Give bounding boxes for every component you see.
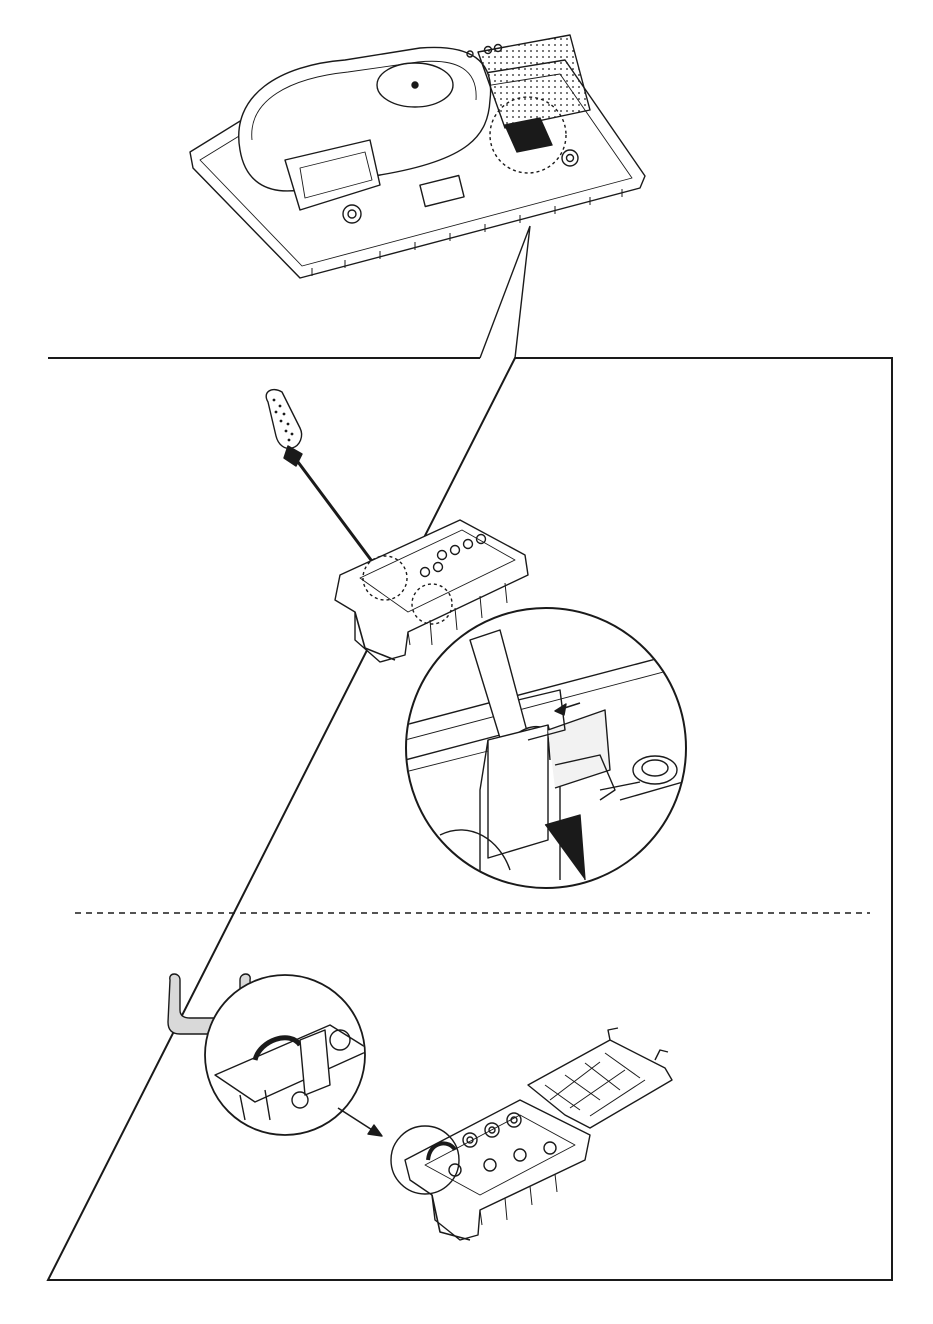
callout-lines — [480, 226, 530, 358]
clip-detail-figure — [405, 608, 690, 888]
vent-opening — [420, 175, 464, 206]
screwdriver-icon — [266, 390, 380, 572]
hob-underside-figure — [190, 35, 645, 358]
fan-grille-left — [343, 205, 361, 223]
terminal-box — [505, 118, 552, 152]
open-terminal-block — [405, 1100, 590, 1240]
clip-tab — [488, 725, 548, 858]
bridge-insertion-figure — [168, 974, 672, 1240]
fan-grille-right — [562, 150, 578, 166]
